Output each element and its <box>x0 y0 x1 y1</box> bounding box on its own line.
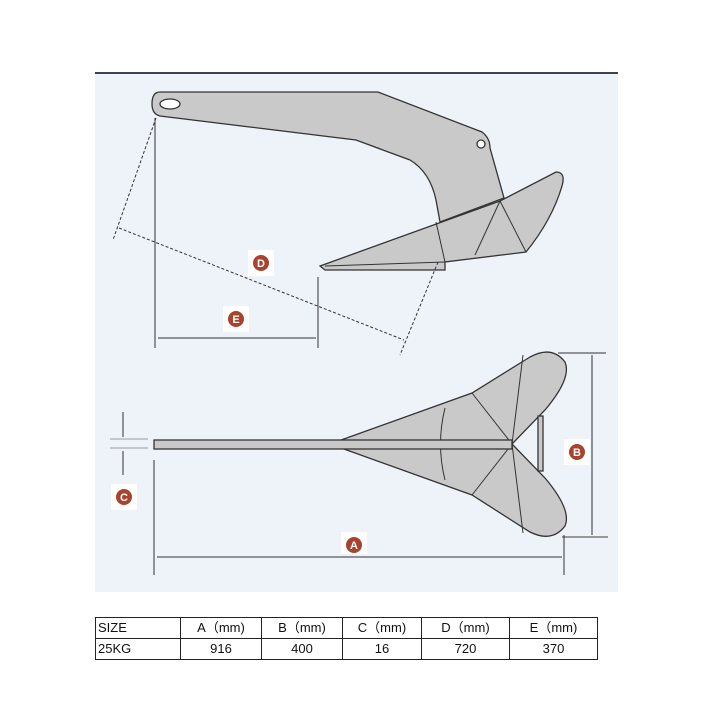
label-C: C <box>111 484 137 510</box>
table-header-row: SIZE A（mm) B（mm) C（mm) D（mm) E（mm) <box>95 617 598 639</box>
anchor-dimension-diagram: D E B C A <box>95 72 618 592</box>
anchor-side-view <box>151 91 564 271</box>
header-c: C（mm) <box>342 617 422 639</box>
header-e: E（mm) <box>509 617 598 639</box>
svg-text:D: D <box>257 258 265 270</box>
cell-c: 16 <box>342 638 422 660</box>
header-a: A（mm) <box>180 617 262 639</box>
table-row: 25KG 916 400 16 720 370 <box>95 638 598 660</box>
cell-b: 400 <box>261 638 343 660</box>
label-A: A <box>341 532 367 554</box>
header-d: D（mm) <box>421 617 510 639</box>
label-D: D <box>248 250 274 276</box>
header-size: SIZE <box>95 617 181 639</box>
cell-size: 25KG <box>95 638 181 660</box>
dimension-lines-side <box>112 117 439 356</box>
header-b: B（mm) <box>261 617 343 639</box>
label-E: E <box>223 306 249 332</box>
cell-a: 916 <box>180 638 262 660</box>
anchor-top-view <box>153 351 568 537</box>
svg-text:B: B <box>573 447 581 459</box>
label-B: B <box>564 439 590 465</box>
dimension-lines-top <box>110 352 608 575</box>
cell-d: 720 <box>421 638 510 660</box>
spec-table: SIZE A（mm) B（mm) C（mm) D（mm) E（mm) 25KG … <box>95 617 598 660</box>
svg-text:E: E <box>232 314 239 326</box>
svg-text:A: A <box>350 540 358 552</box>
cell-e: 370 <box>509 638 598 660</box>
svg-text:C: C <box>120 492 128 504</box>
